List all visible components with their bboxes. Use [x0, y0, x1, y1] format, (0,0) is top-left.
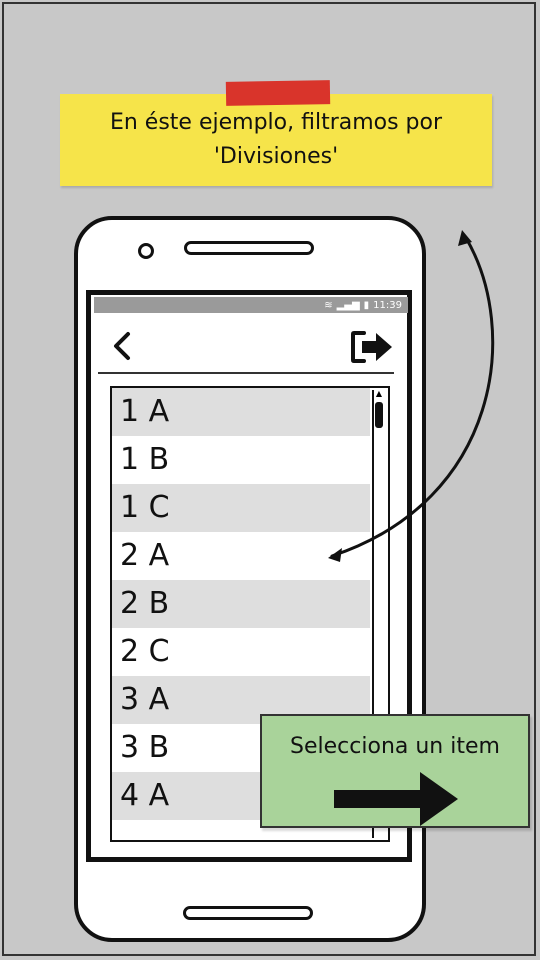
back-button[interactable]	[108, 326, 138, 366]
divisions-list[interactable]: 1 A 1 B 1 C 2 A 2 B 2 C 3 A 3 B 4 A ▲	[110, 386, 390, 842]
list-item[interactable]: 1 B	[120, 442, 170, 477]
exit-button[interactable]	[350, 330, 396, 364]
annotation-note: En éste ejemplo, filtramos por 'Division…	[60, 94, 492, 186]
annotation-text: En éste ejemplo, filtramos por 'Division…	[109, 110, 443, 169]
battery-icon: ▮	[363, 299, 370, 311]
status-bar: ≋ ▂▄▆ ▮ 11:39	[94, 297, 408, 313]
list-item[interactable]: 2 C	[120, 634, 170, 669]
list-item[interactable]: 2 B	[112, 580, 370, 628]
chevron-left-icon	[114, 332, 130, 360]
wifi-icon: ≋	[324, 299, 333, 311]
speaker-grille	[184, 241, 314, 255]
arrow-right-icon	[334, 772, 458, 826]
list-item[interactable]: 2 A	[120, 538, 170, 573]
list-item[interactable]: 1 A	[112, 388, 370, 436]
list-item[interactable]: 1 C	[112, 484, 370, 532]
camera-icon	[138, 243, 154, 259]
status-time: 11:39	[373, 299, 402, 311]
scrollbar[interactable]	[372, 390, 386, 838]
callout-text: Selecciona un item	[290, 734, 500, 759]
list-item[interactable]: 3 B	[120, 730, 170, 765]
scroll-up-icon[interactable]: ▲	[375, 389, 383, 398]
signal-icon: ▂▄▆	[336, 299, 360, 311]
instruction-callout: Selecciona un item	[260, 714, 530, 828]
scrollbar-thumb[interactable]	[375, 402, 383, 428]
home-button[interactable]	[183, 906, 313, 920]
toolbar-divider	[98, 372, 394, 374]
exit-icon	[351, 331, 392, 363]
